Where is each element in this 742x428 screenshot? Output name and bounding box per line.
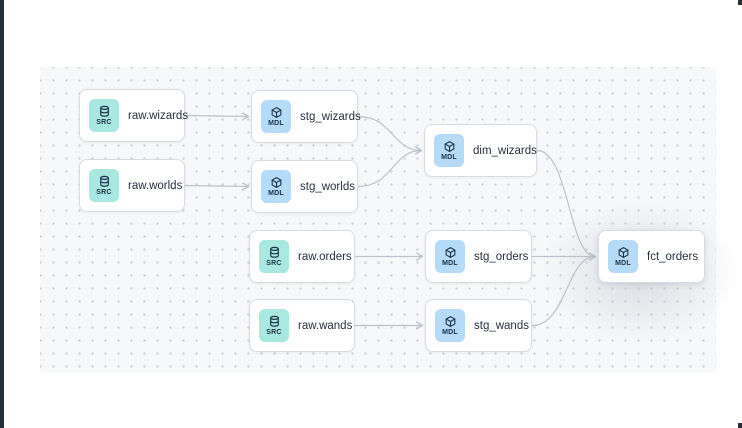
node-label: raw.orders bbox=[298, 250, 352, 263]
lineage-node-stg-worlds[interactable]: MDL stg_worlds bbox=[251, 160, 358, 213]
node-label: raw.worlds bbox=[128, 179, 183, 192]
badge-label: MDL bbox=[268, 120, 284, 127]
screen-artifact-top-right bbox=[738, 0, 742, 5]
badge-label: MDL bbox=[442, 329, 458, 336]
lineage-node-fct-orders[interactable]: MDL fct_orders bbox=[598, 230, 705, 283]
source-badge: SRC bbox=[89, 169, 119, 202]
model-badge: MDL bbox=[261, 170, 291, 203]
badge-label: MDL bbox=[268, 190, 284, 197]
node-label: raw.wands bbox=[298, 319, 353, 332]
lineage-node-raw-wizards[interactable]: SRC raw.wizards bbox=[79, 89, 189, 142]
database-icon bbox=[98, 105, 111, 118]
box-icon bbox=[270, 176, 283, 189]
source-badge: SRC bbox=[259, 240, 289, 273]
badge-label: MDL bbox=[442, 260, 458, 267]
box-icon bbox=[270, 106, 283, 119]
box-icon bbox=[444, 246, 457, 259]
model-badge: MDL bbox=[435, 240, 465, 273]
model-badge: MDL bbox=[435, 309, 465, 342]
source-badge: SRC bbox=[89, 99, 119, 132]
box-icon bbox=[443, 140, 456, 153]
database-icon bbox=[268, 315, 281, 328]
badge-label: SRC bbox=[266, 329, 282, 336]
badge-label: MDL bbox=[615, 260, 631, 267]
badge-label: SRC bbox=[266, 260, 282, 267]
badge-label: MDL bbox=[441, 154, 457, 161]
source-badge: SRC bbox=[259, 309, 289, 342]
model-badge: MDL bbox=[608, 240, 638, 273]
lineage-node-stg-orders[interactable]: MDL stg_orders bbox=[425, 230, 532, 283]
node-label: stg_worlds bbox=[300, 180, 355, 193]
model-badge: MDL bbox=[261, 100, 291, 133]
screen-artifact-bottom-right bbox=[738, 423, 742, 428]
badge-label: SRC bbox=[96, 189, 112, 196]
lineage-node-stg-wands[interactable]: MDL stg_wands bbox=[425, 299, 532, 352]
lineage-node-raw-wands[interactable]: SRC raw.wands bbox=[249, 299, 355, 352]
lineage-node-stg-wizards[interactable]: MDL stg_wizards bbox=[251, 90, 361, 143]
box-icon bbox=[617, 246, 630, 259]
model-badge: MDL bbox=[434, 134, 464, 167]
node-label: stg_orders bbox=[474, 250, 529, 263]
database-icon bbox=[268, 246, 281, 259]
lineage-node-dim-wizards[interactable]: MDL dim_wizards bbox=[424, 124, 537, 177]
lineage-node-raw-orders[interactable]: SRC raw.orders bbox=[249, 230, 355, 283]
node-label: stg_wands bbox=[474, 319, 529, 332]
database-icon bbox=[98, 175, 111, 188]
left-window-edge bbox=[0, 0, 4, 428]
badge-label: SRC bbox=[96, 119, 112, 126]
node-label: stg_wizards bbox=[300, 110, 361, 123]
box-icon bbox=[444, 315, 457, 328]
node-label: dim_wizards bbox=[473, 144, 537, 157]
node-label: fct_orders bbox=[647, 250, 699, 263]
lineage-node-raw-worlds[interactable]: SRC raw.worlds bbox=[79, 159, 185, 212]
node-label: raw.wizards bbox=[128, 109, 189, 122]
